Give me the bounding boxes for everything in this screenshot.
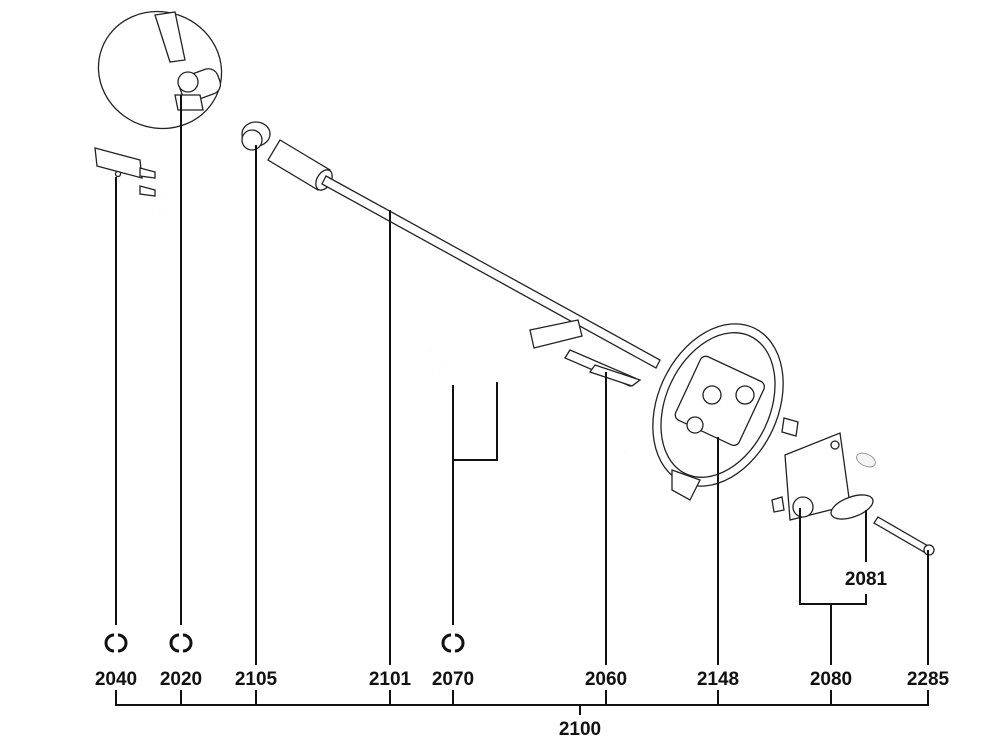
part-2148-burner-plate — [652, 323, 876, 501]
part-2105-ring — [241, 121, 271, 151]
part-2101-rod — [267, 139, 661, 369]
rotate-icon — [104, 633, 128, 653]
part-2060-electrode — [564, 349, 642, 387]
part-label-2105: 2105 — [235, 669, 278, 690]
assembly-label-2100: 2100 — [559, 719, 601, 740]
part-label-2080: 2080 — [810, 669, 852, 690]
part-2081-insert — [830, 494, 874, 520]
rotate-icon — [169, 633, 193, 653]
part-label-2040: 2040 — [95, 669, 137, 690]
part-label-2101: 2101 — [369, 669, 412, 690]
part-label-2081: 2081 — [845, 569, 888, 590]
rotate-icon — [441, 633, 465, 653]
part-label-2070: 2070 — [432, 669, 474, 690]
part-2285-screw — [873, 516, 935, 556]
part-2020-reflector — [97, 10, 223, 130]
part-label-2148: 2148 — [697, 669, 739, 690]
part-2040-bracket — [94, 147, 156, 197]
part-2080-cover — [771, 432, 851, 521]
leader-lines — [115, 95, 929, 715]
part-label-2060: 2060 — [585, 669, 627, 690]
part-2070-cables — [158, 195, 627, 471]
part-label-2020: 2020 — [160, 669, 202, 690]
part-label-2285: 2285 — [907, 669, 950, 690]
